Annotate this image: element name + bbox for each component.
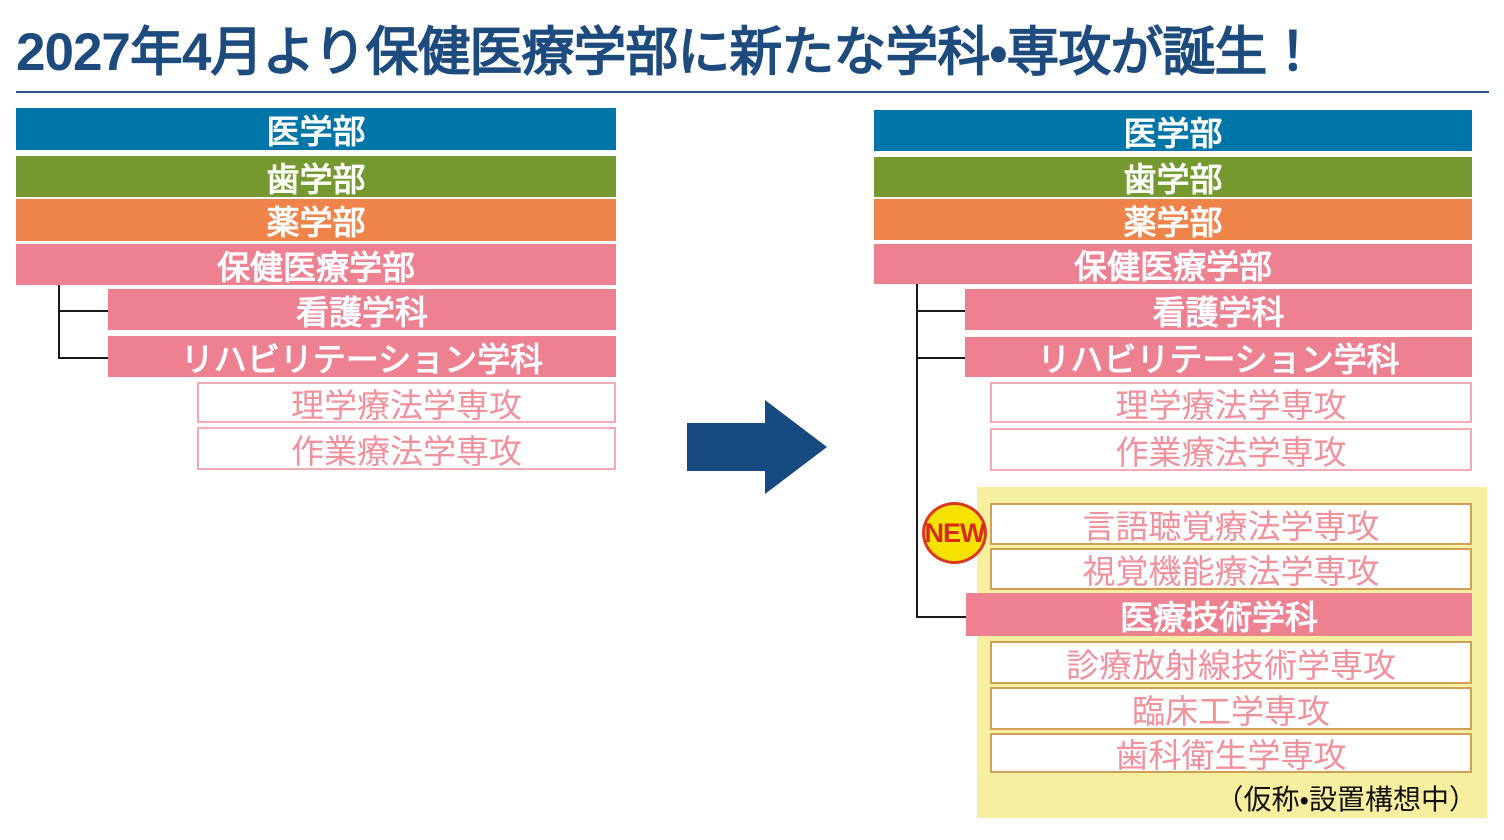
after-connector-medtech [916, 616, 966, 618]
tentative-name-note: （仮称・設置構想中） [1215, 784, 1477, 815]
before-faculty-pharmacy: 薬学部 [16, 199, 616, 241]
new-dept-medical-technology: 医療技術学科 [966, 593, 1472, 636]
before-dept-nursing: 看護学科 [108, 289, 616, 331]
new-badge: NEW [922, 502, 987, 564]
before-connector-vertical [58, 285, 60, 359]
before-dept-rehabilitation: リハビリテーション学科 [108, 336, 616, 378]
before-faculty-medicine: 医学部 [16, 108, 616, 150]
page-title: 2027年4月より保健医療学部に新たな学科・専攻が誕生！ [16, 23, 1319, 82]
after-faculty-dentistry: 歯学部 [874, 157, 1472, 198]
new-major-clinical-engineering: 臨床工学専攻 [990, 687, 1472, 730]
before-major-physical-therapy: 理学療法学専攻 [197, 382, 616, 424]
after-dept-rehabilitation: リハビリテーション学科 [965, 337, 1472, 378]
after-connector-rehab [916, 357, 965, 359]
after-faculty-pharmacy: 薬学部 [874, 199, 1472, 241]
title-divider [16, 91, 1489, 93]
new-major-speech-hearing-therapy: 言語聴覚療法学専攻 [990, 503, 1472, 545]
after-connector-nursing [916, 310, 965, 312]
new-major-radiological-technology: 診療放射線技術学専攻 [990, 641, 1472, 684]
after-faculty-health: 保健医療学部 [874, 244, 1472, 285]
before-faculty-health: 保健医療学部 [16, 244, 616, 286]
after-major-physical-therapy: 理学療法学専攻 [990, 382, 1472, 424]
after-faculty-medicine: 医学部 [874, 110, 1472, 152]
before-major-occupational-therapy: 作業療法学専攻 [197, 427, 616, 470]
new-major-dental-hygiene: 歯科衛生学専攻 [990, 733, 1472, 774]
after-major-occupational-therapy: 作業療法学専攻 [990, 428, 1472, 471]
before-faculty-dentistry: 歯学部 [16, 156, 616, 198]
new-major-vision-function-therapy: 視覚機能療法学専攻 [990, 548, 1472, 590]
before-connector-rehab [58, 357, 108, 359]
before-connector-nursing [58, 310, 108, 312]
after-connector-vertical [916, 284, 918, 618]
after-dept-nursing: 看護学科 [965, 289, 1472, 331]
arrow-right-icon [687, 400, 827, 494]
